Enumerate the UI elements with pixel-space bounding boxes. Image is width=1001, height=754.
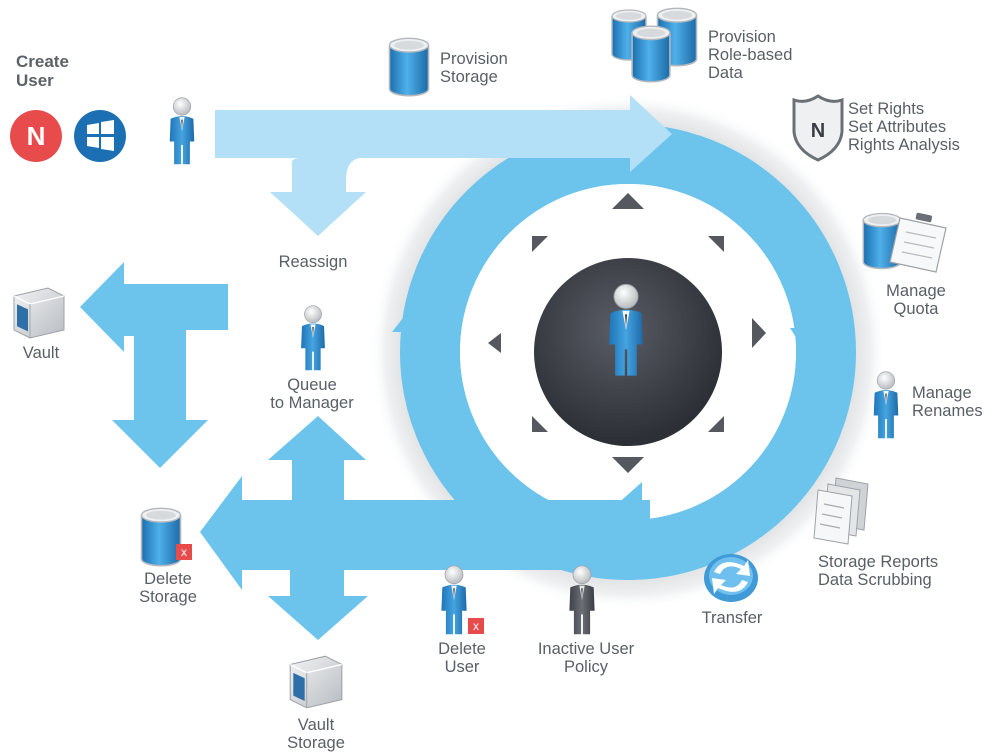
provision-role-data-label: Provision Role-based Data — [708, 28, 793, 82]
reassign-label: Reassign — [278, 253, 348, 271]
vault-label: Vault — [22, 344, 60, 362]
create-arrow — [215, 95, 672, 172]
vault-storage-label: Vault Storage — [287, 716, 345, 752]
delete-badge-icon — [468, 618, 484, 634]
delete-user-label: Delete User — [438, 640, 486, 676]
chevron-topright-icon — [708, 236, 724, 252]
document-stack-icon — [813, 477, 869, 545]
delete-storage-icon: x — [140, 507, 192, 567]
provision-storage-label: Provision Storage — [440, 50, 508, 86]
database-stack-icon — [611, 7, 698, 83]
chevron-down-icon — [612, 457, 644, 473]
queue-to-manager-label: Queue to Manager — [270, 376, 354, 412]
vault-arrow — [80, 262, 228, 468]
windows-logo-icon — [74, 110, 126, 162]
chevron-topleft-icon — [532, 236, 548, 252]
novell-logo-icon: N — [10, 110, 62, 162]
ring-arrowhead-bottom — [588, 482, 642, 570]
vault-storage-icon — [289, 655, 343, 709]
chevron-up-icon — [612, 193, 644, 209]
create-user-icon — [169, 97, 195, 165]
chevron-bottomright-icon — [708, 416, 724, 432]
inactive-user-icon — [568, 565, 596, 635]
manage-quota-label: Manage Quota — [886, 282, 946, 318]
svg-text:x: x — [181, 545, 187, 559]
hub-chevrons — [488, 193, 766, 473]
create-user-title: Create User — [16, 52, 69, 90]
vault-icon — [13, 287, 65, 339]
vault-storage-arrow — [268, 570, 368, 640]
svg-text:N: N — [27, 121, 46, 151]
database-icon — [388, 37, 430, 97]
ring-arrowhead-left — [392, 286, 458, 332]
svg-text:x: x — [473, 619, 479, 633]
manage-renames-label: Manage Renames — [912, 384, 983, 420]
transfer-label: Transfer — [701, 609, 763, 627]
refresh-icon — [704, 554, 758, 602]
queue-arrow — [268, 416, 366, 500]
clipboard-icon — [862, 212, 947, 273]
inactive-user-policy-label: Inactive User Policy — [537, 640, 635, 676]
storage-reports-label: Storage Reports Data Scrubbing — [818, 553, 939, 589]
rights-label: Set Rights Set Attributes Rights Analysi… — [848, 100, 960, 154]
queue-manager-user-icon — [300, 305, 326, 371]
delete-storage-label: Delete Storage — [139, 570, 197, 606]
chevron-bottomleft-icon — [532, 416, 548, 432]
ring-arrowhead-right — [790, 328, 855, 378]
shield-icon: N — [792, 94, 844, 162]
delete-arrow — [200, 476, 650, 590]
manage-renames-user-icon — [873, 371, 899, 439]
delete-badge-icon — [176, 544, 192, 560]
delete-user-icon: x — [440, 565, 484, 635]
chevron-right-icon — [752, 318, 766, 348]
svg-text:N: N — [811, 120, 825, 142]
reassign-arrow — [270, 158, 366, 236]
chevron-left-icon — [488, 333, 501, 353]
